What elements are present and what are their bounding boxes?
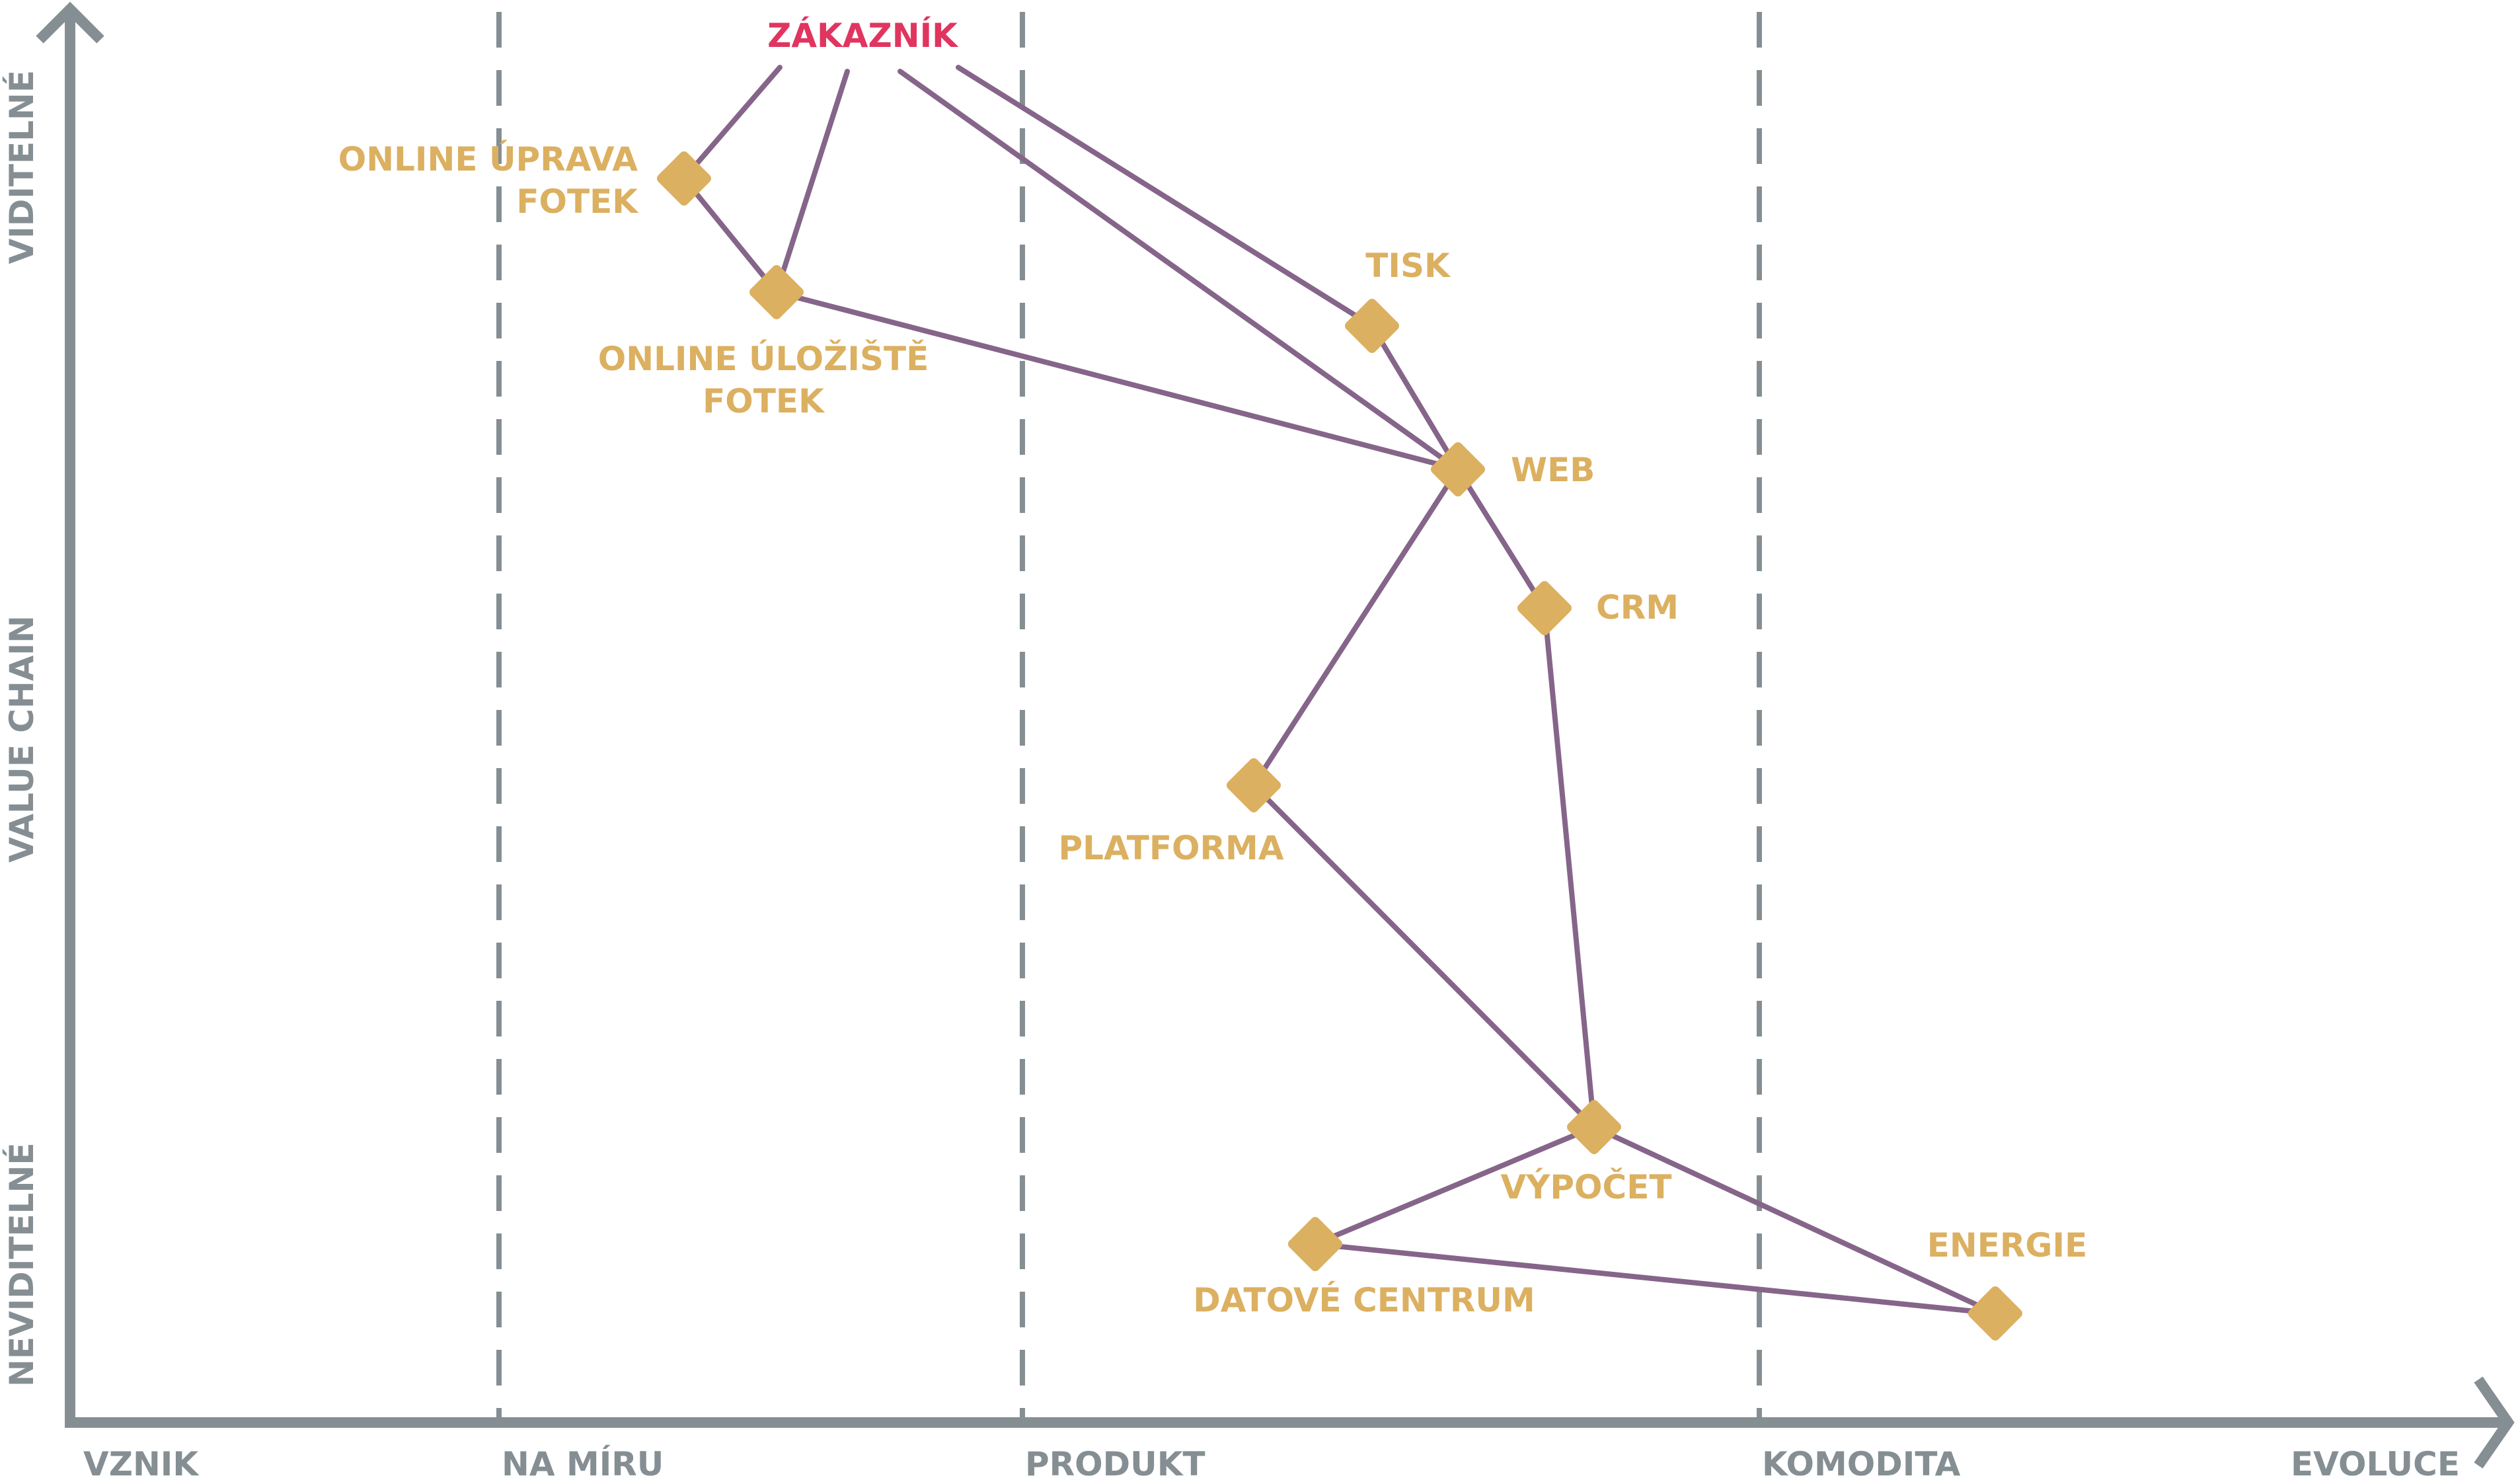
component-tisk[interactable]: TISK xyxy=(1345,247,1451,353)
component-label: ENERGIE xyxy=(1927,1226,2087,1265)
link-web-platforma xyxy=(1251,467,1461,788)
y-axis-title: VALUE CHAIN xyxy=(3,615,41,863)
component-marker-icon[interactable] xyxy=(1227,758,1281,812)
component-label-line: WEB xyxy=(1511,451,1595,489)
y-axis-bottom-label: NEVIDITELNÉ xyxy=(2,1142,41,1387)
component-marker-icon[interactable] xyxy=(749,265,804,319)
link-web-crm xyxy=(1455,467,1547,611)
component-crm[interactable]: CRM xyxy=(1517,581,1679,635)
component-marker-icon[interactable] xyxy=(1517,581,1572,635)
component-online-uloziste[interactable]: ONLINE ÚLOŽIŠTĚ FOTEK xyxy=(598,265,929,420)
link-online-uprava-online-uloziste xyxy=(681,176,779,295)
component-label-line: FOTEK xyxy=(703,382,825,420)
component-label: ONLINE ÚPRAVA FOTEK xyxy=(338,139,640,221)
link-zakaznik-web xyxy=(897,69,1461,472)
link-zakaznik-online-uprava xyxy=(681,65,783,181)
component-label: DATOVÉ CENTRUM xyxy=(1193,1280,1535,1319)
component-datove-centrum[interactable]: DATOVÉ CENTRUM xyxy=(1193,1217,1535,1319)
axes xyxy=(36,1,2515,1469)
component-marker-icon[interactable] xyxy=(1968,1286,2022,1341)
component-platforma[interactable]: PLATFORMA xyxy=(1058,758,1284,867)
dependency-links xyxy=(681,65,1998,1316)
link-platforma-vypocet xyxy=(1251,783,1597,1130)
x-axis-title: EVOLUCE xyxy=(2291,1445,2460,1483)
component-label-line: TISK xyxy=(1365,247,1451,285)
component-label-line: ONLINE ÚPRAVA xyxy=(338,139,638,178)
axis-labels: VZNIK NA MÍRU PRODUKT KOMODITA EVOLUCE V… xyxy=(2,70,2460,1483)
component-label-line: ONLINE ÚLOŽIŠTĚ xyxy=(598,339,929,378)
link-tisk-web xyxy=(1369,323,1461,472)
component-web[interactable]: WEB xyxy=(1431,442,1595,496)
link-vypocet-datove-centrum xyxy=(1313,1124,1597,1247)
component-label-line: DATOVÉ CENTRUM xyxy=(1193,1280,1535,1319)
stage-label-produkt: PRODUKT xyxy=(1025,1445,1205,1483)
component-marker-icon[interactable] xyxy=(1431,442,1485,496)
anchor-label-zakaznik: ZÁKAZNÍK xyxy=(767,16,959,55)
component-marker-icon[interactable] xyxy=(1288,1217,1342,1271)
link-crm-vypocet xyxy=(1542,605,1597,1130)
component-label: CRM xyxy=(1596,588,1679,627)
stage-label-na-miru: NA MÍRU xyxy=(502,1444,664,1483)
component-marker-icon[interactable] xyxy=(657,151,711,206)
component-label: WEB xyxy=(1511,451,1595,489)
component-label-line: CRM xyxy=(1596,588,1679,627)
component-label: VÝPOČET xyxy=(1500,1167,1671,1206)
component-label: PLATFORMA xyxy=(1058,829,1283,867)
component-label-line: FOTEK xyxy=(516,182,639,221)
component-label: TISK xyxy=(1365,247,1451,285)
component-online-uprava[interactable]: ONLINE ÚPRAVA FOTEK xyxy=(338,139,711,221)
x-axis-arrow-icon xyxy=(2474,1376,2515,1469)
link-datove-centrum-energie xyxy=(1313,1241,1998,1316)
y-axis-top-label: VIDITELNÉ xyxy=(2,70,41,264)
component-vypocet[interactable]: VÝPOČET xyxy=(1500,1100,1672,1206)
component-energie[interactable]: ENERGIE xyxy=(1927,1226,2087,1341)
component-marker-icon[interactable] xyxy=(1567,1100,1621,1154)
components: ONLINE ÚPRAVA FOTEK ONLINE ÚLOŽIŠTĚ FOTEK TI… xyxy=(338,139,2087,1341)
link-zakaznik-tisk xyxy=(956,65,1375,329)
component-marker-icon[interactable] xyxy=(1345,299,1399,353)
link-vypocet-energie xyxy=(1591,1124,1998,1316)
link-zakaznik-online-uloziste xyxy=(774,69,850,295)
phase-separators xyxy=(496,12,1762,1420)
component-label-line: VÝPOČET xyxy=(1500,1167,1671,1206)
stage-label-vznik: VZNIK xyxy=(83,1445,200,1483)
y-axis-arrow-icon xyxy=(36,1,104,44)
link-online-uloziste-web xyxy=(774,290,1461,472)
component-label-line: ENERGIE xyxy=(1927,1226,2087,1265)
component-label-line: PLATFORMA xyxy=(1058,829,1283,867)
stage-label-komodita: KOMODITA xyxy=(1762,1445,1961,1483)
component-label: ONLINE ÚLOŽIŠTĚ FOTEK xyxy=(598,339,929,420)
